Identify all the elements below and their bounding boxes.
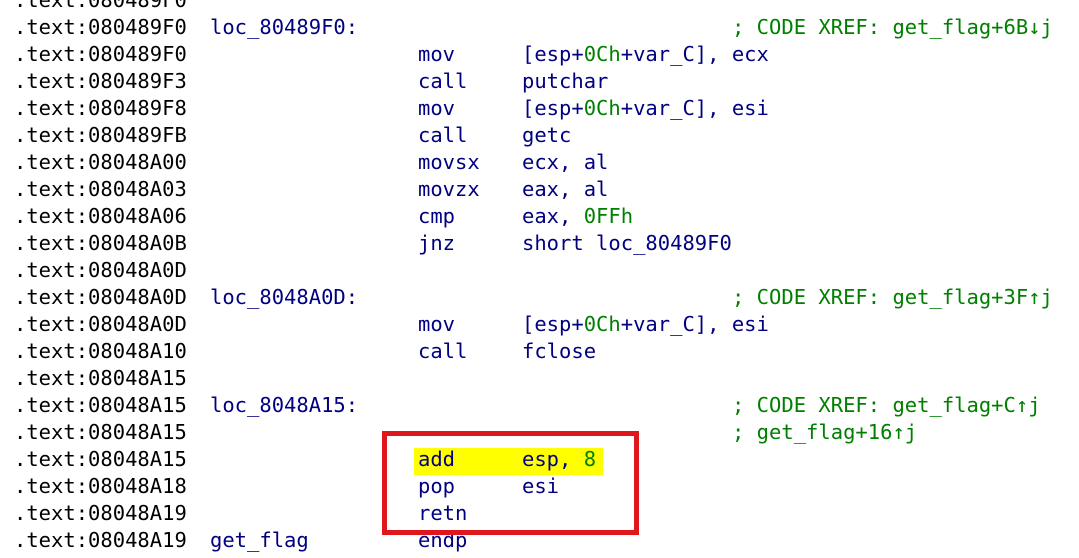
- operand-text: esi: [522, 474, 560, 498]
- mnemonic[interactable]: movsx: [418, 150, 480, 174]
- operands[interactable]: esp, 8: [522, 446, 596, 473]
- operand-text: ecx, al: [522, 150, 609, 174]
- operand-text: [esp+: [522, 42, 584, 66]
- listing-line[interactable]: .text:080489FB call getc: [0, 122, 1079, 149]
- operand-text: [esp+: [522, 96, 584, 120]
- numeric-operand: 0Ch: [583, 42, 621, 66]
- listing-line[interactable]: .text:08048A15 add esp, 8: [0, 446, 1079, 473]
- numeric-operand: 8: [583, 447, 597, 471]
- mnemonic[interactable]: add: [418, 447, 456, 471]
- operand-text: short loc_80489F0: [522, 231, 732, 255]
- operands[interactable]: getc: [522, 122, 571, 149]
- xref-comment[interactable]: ; CODE XREF: get_flag+6B↓j: [732, 15, 1053, 39]
- address: .text:080489F8: [14, 96, 187, 120]
- operands[interactable]: esi: [522, 473, 559, 500]
- operand-text: [esp+: [522, 312, 584, 336]
- mnemonic[interactable]: movzx: [418, 177, 480, 201]
- listing-line[interactable]: .text:08048A0D loc_8048A0D: ; CODE XREF: g…: [0, 284, 1079, 311]
- code-label[interactable]: loc_8048A0D:: [210, 285, 359, 309]
- address: .text:08048A0D: [14, 312, 187, 336]
- listing-line[interactable]: .text:08048A00 movsx ecx, al: [0, 149, 1079, 176]
- xref-comment[interactable]: ; CODE XREF: get_flag+C↑j: [732, 393, 1041, 417]
- listing-line[interactable]: .text:08048A03 movzx eax, al: [0, 176, 1079, 203]
- mnemonic[interactable]: mov: [418, 312, 456, 336]
- mnemonic[interactable]: pop: [418, 474, 456, 498]
- operand-text: +var_C], esi: [620, 96, 769, 120]
- xref-comment[interactable]: ; CODE XREF: get_flag+3F↑j: [732, 285, 1053, 309]
- operands[interactable]: short loc_80489F0: [522, 230, 732, 257]
- address: .text:08048A15: [14, 447, 187, 471]
- listing-line[interactable]: .text:08048A10 call fclose: [0, 338, 1079, 365]
- listing-line[interactable]: .text:080489F0 mov [esp+0Ch+var_C], ecx: [0, 41, 1079, 68]
- mnemonic[interactable]: call: [418, 339, 468, 363]
- address: .text:08048A0D: [14, 285, 187, 309]
- address: .text:080489F3: [14, 69, 187, 93]
- address: .text:08048A00: [14, 150, 187, 174]
- mnemonic[interactable]: endp: [418, 528, 468, 552]
- operand-text: esp,: [522, 447, 584, 471]
- listing-line[interactable]: .text:080489F0 loc_80489F0: ; CODE XREF: g…: [0, 14, 1079, 41]
- code-label[interactable]: loc_80489F0:: [210, 15, 359, 39]
- operand-text: getc: [522, 123, 572, 147]
- mnemonic[interactable]: mov: [418, 96, 456, 120]
- operand-text: +var_C], esi: [620, 312, 769, 336]
- address: .text:08048A0B: [14, 231, 187, 255]
- numeric-operand: 0Ch: [583, 96, 621, 120]
- address: .text:08048A15: [14, 366, 187, 390]
- operands[interactable]: eax, 0FFh: [522, 203, 633, 230]
- operands[interactable]: [esp+0Ch+var_C], esi: [522, 95, 769, 122]
- operands[interactable]: eax, al: [522, 176, 608, 203]
- listing-line[interactable]: .text:08048A15: [0, 365, 1079, 392]
- listing-line[interactable]: .text:08048A19 get_flag endp: [0, 527, 1079, 554]
- address: .text:08048A06: [14, 204, 187, 228]
- address: .text:08048A10: [14, 339, 187, 363]
- mnemonic[interactable]: jnz: [418, 231, 456, 255]
- listing-line[interactable]: .text:08048A15 loc_8048A15: ; CODE XREF: g…: [0, 392, 1079, 419]
- address: .text:08048A18: [14, 474, 187, 498]
- listing-line[interactable]: .text:08048A06 cmp eax, 0FFh: [0, 203, 1079, 230]
- code-label[interactable]: loc_8048A15:: [210, 393, 359, 417]
- mnemonic[interactable]: mov: [418, 42, 456, 66]
- address: .text:080489F0: [14, 15, 187, 39]
- operands[interactable]: ecx, al: [522, 149, 608, 176]
- address: .text:080489FB: [14, 123, 187, 147]
- operand-text: putchar: [522, 69, 609, 93]
- address: .text:08048A15: [14, 393, 187, 417]
- operand-text: fclose: [522, 339, 597, 363]
- listing-line[interactable]: .text:080489F8 mov [esp+0Ch+var_C], esi: [0, 95, 1079, 122]
- numeric-operand: 0Ch: [583, 312, 621, 336]
- operands[interactable]: fclose: [522, 338, 596, 365]
- numeric-operand: 0FFh: [583, 204, 634, 228]
- listing-line[interactable]: .text:080489F3 call putchar: [0, 68, 1079, 95]
- code-label[interactable]: get_flag: [210, 528, 309, 552]
- mnemonic[interactable]: call: [418, 123, 468, 147]
- listing-line[interactable]: .text:08048A15 ; get_flag+16↑j: [0, 419, 1079, 446]
- operand-text: eax,: [522, 204, 584, 228]
- listing-line[interactable]: .text:08048A0B jnz short loc_80489F0: [0, 230, 1079, 257]
- address: .text:08048A19: [14, 501, 187, 525]
- listing-line[interactable]: .text:08048A0D mov [esp+0Ch+var_C], esi: [0, 311, 1079, 338]
- mnemonic[interactable]: call: [418, 69, 468, 93]
- listing-line[interactable]: .text:08048A19 retn: [0, 500, 1079, 527]
- operands[interactable]: putchar: [522, 68, 608, 95]
- listing-line[interactable]: .text:080489F0: [0, 0, 1079, 14]
- address: .text:080489F0: [14, 42, 187, 66]
- operands[interactable]: [esp+0Ch+var_C], esi: [522, 311, 769, 338]
- highlighted-instruction: [414, 448, 603, 475]
- address: .text:08048A15: [14, 420, 187, 444]
- operands[interactable]: [esp+0Ch+var_C], ecx: [522, 41, 769, 68]
- listing-line[interactable]: .text:08048A0D: [0, 257, 1079, 284]
- listing-line[interactable]: .text:08048A18 pop esi: [0, 473, 1079, 500]
- address: .text:08048A03: [14, 177, 187, 201]
- address: .text:080489F0: [14, 0, 187, 12]
- operand-text: +var_C], ecx: [620, 42, 769, 66]
- mnemonic[interactable]: retn: [418, 501, 468, 525]
- address: .text:08048A0D: [14, 258, 187, 282]
- address: .text:08048A19: [14, 528, 187, 552]
- operand-text: eax, al: [522, 177, 609, 201]
- xref-comment[interactable]: ; get_flag+16↑j: [732, 420, 918, 444]
- mnemonic[interactable]: cmp: [418, 204, 456, 228]
